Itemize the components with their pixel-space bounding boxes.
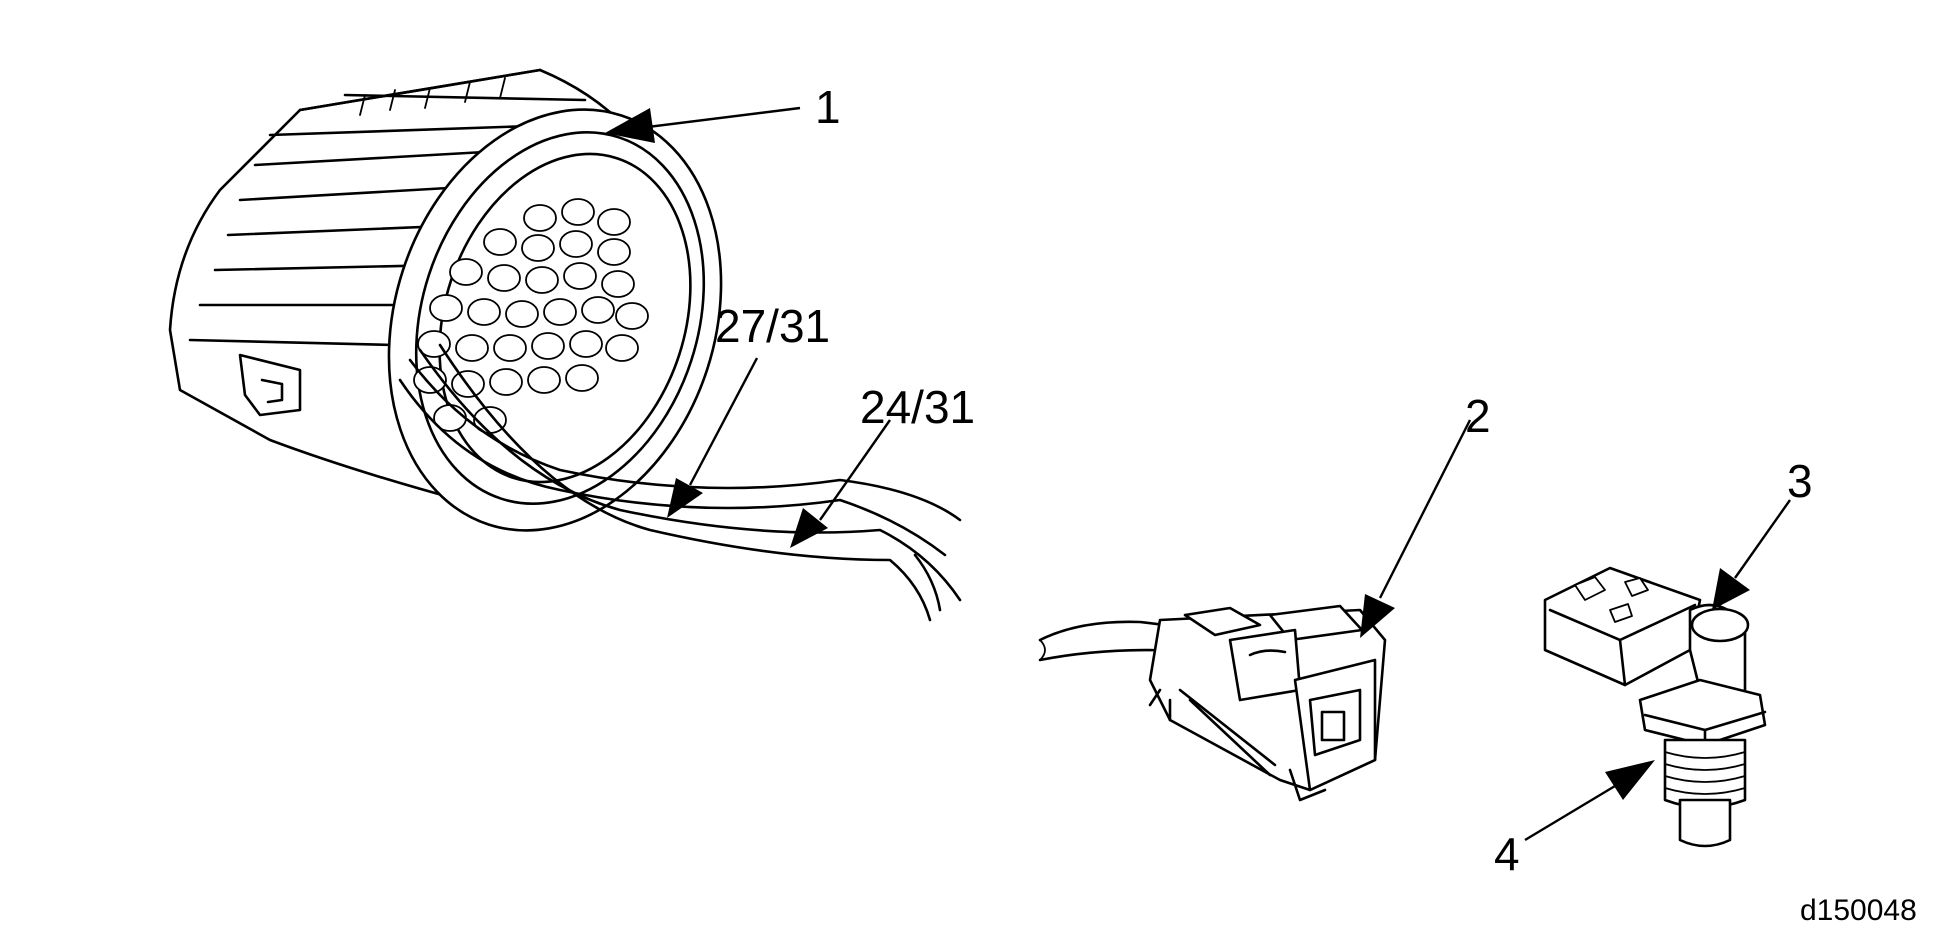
arrowhead-2 [1360, 594, 1395, 638]
temperature-sensor-drawing [1543, 566, 1767, 848]
arrowhead-24-31 [790, 508, 828, 548]
arrowhead-4 [1605, 760, 1655, 800]
callout-3-label: 3 [1787, 455, 1813, 507]
callout-27-31-label: 27/31 [715, 300, 830, 352]
two-way-connector-drawing [1038, 604, 1387, 802]
callout-1-label: 1 [815, 81, 841, 133]
figure-id: d150048 [1800, 894, 1917, 927]
arrowhead-3 [1712, 568, 1750, 610]
callout-24-31-label: 24/31 [860, 381, 975, 433]
callout-4-label: 4 [1494, 828, 1520, 880]
arrowhead-1 [605, 108, 655, 143]
round-connector-drawing [168, 68, 962, 622]
leader-lines [605, 106, 1791, 842]
callout-2-label: 2 [1465, 390, 1491, 442]
arrowhead-27-31 [667, 478, 703, 518]
